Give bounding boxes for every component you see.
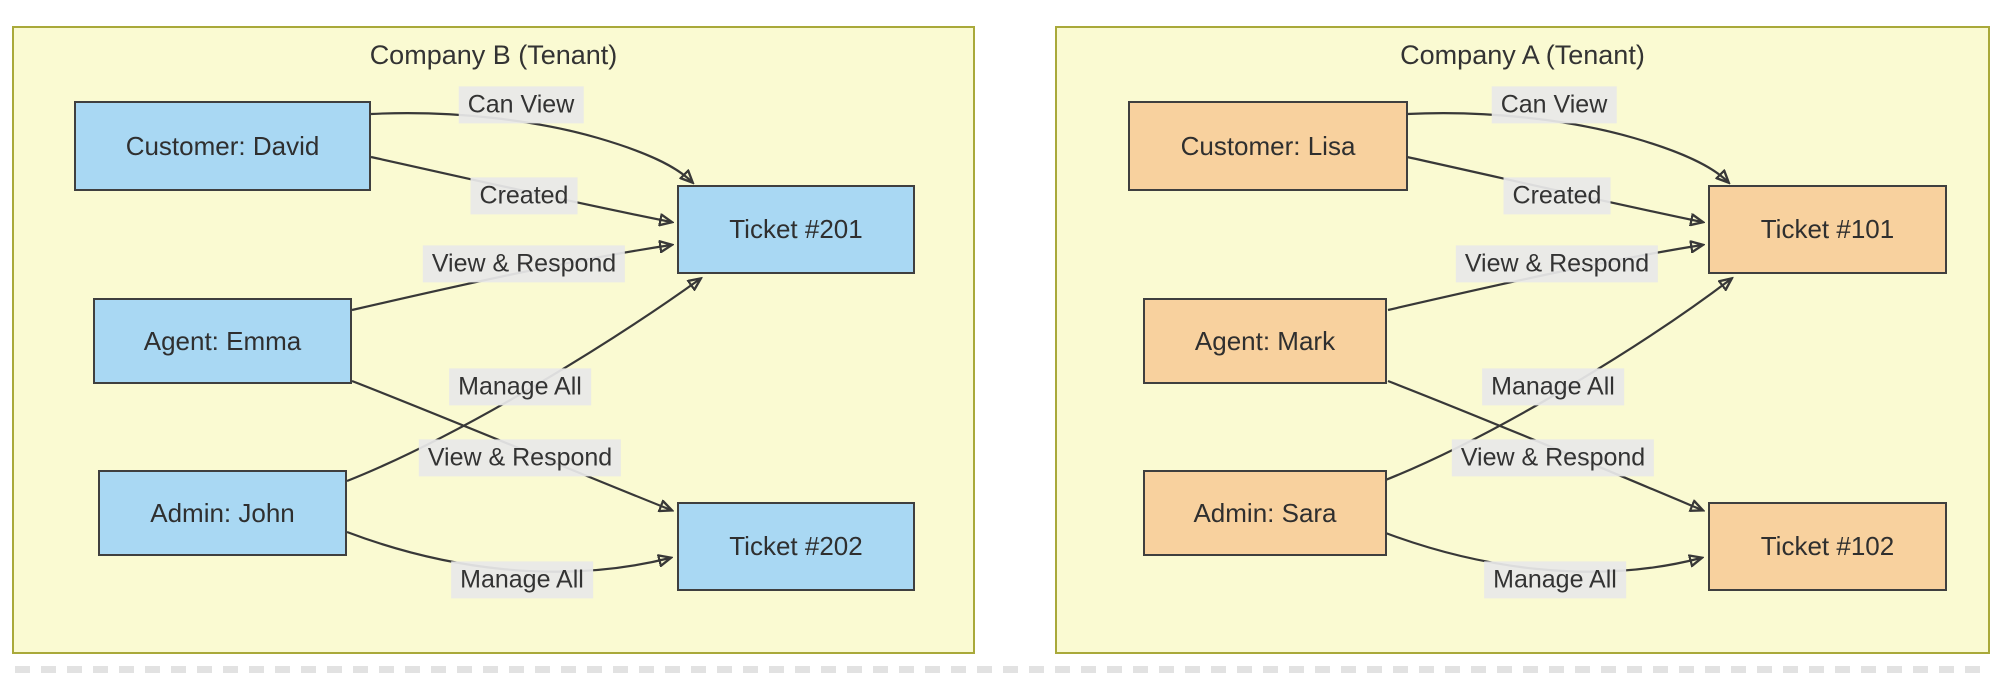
node-admin-john: Admin: John (98, 470, 347, 556)
edge-label-manage-all: Manage All (1482, 368, 1624, 406)
edge-label-view-respond: View & Respond (422, 245, 626, 283)
edge-label-view-respond: View & Respond (418, 439, 622, 477)
node-ticket-102: Ticket #102 (1708, 502, 1947, 591)
edge-label-view-respond: View & Respond (1451, 439, 1655, 477)
node-customer-lisa: Customer: Lisa (1128, 101, 1408, 191)
node-ticket-201: Ticket #201 (677, 185, 915, 274)
edge-label-manage-all: Manage All (451, 561, 593, 599)
panel-title-company-a: Company A (Tenant) (1400, 40, 1645, 70)
node-agent-mark: Agent: Mark (1143, 298, 1387, 384)
node-agent-emma: Agent: Emma (93, 298, 352, 384)
bottom-dashed-strip (15, 666, 1990, 673)
edge-label-manage-all: Manage All (449, 368, 591, 406)
edge-label-view-respond: View & Respond (1455, 245, 1659, 283)
edge-label-can-view: Can View (458, 86, 584, 124)
edge-label-created: Created (1503, 177, 1611, 215)
node-customer-david: Customer: David (74, 101, 371, 191)
edge-label-created: Created (470, 177, 578, 215)
node-ticket-101: Ticket #101 (1708, 185, 1947, 274)
panel-title-company-b: Company B (Tenant) (369, 40, 618, 70)
edge-label-manage-all: Manage All (1484, 561, 1626, 599)
edge-label-can-view: Can View (1491, 86, 1617, 124)
node-admin-sara: Admin: Sara (1143, 470, 1387, 556)
node-ticket-202: Ticket #202 (677, 502, 915, 591)
